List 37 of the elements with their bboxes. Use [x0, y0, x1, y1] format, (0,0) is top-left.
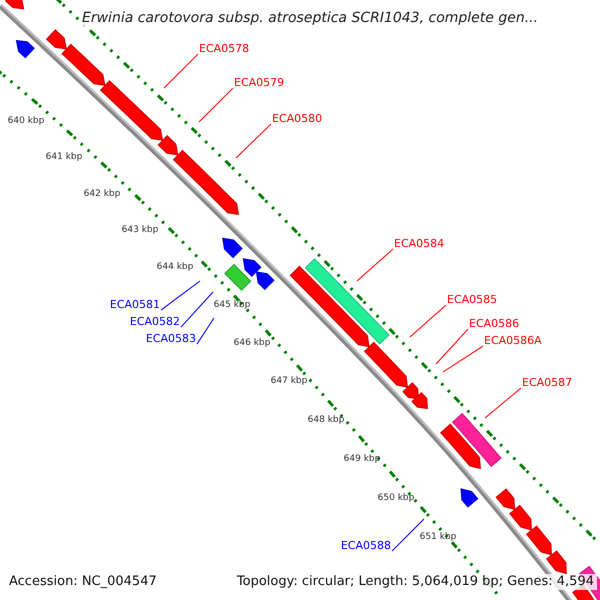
- leader-line: [442, 346, 484, 372]
- leader-line: [198, 88, 234, 122]
- scale-label: 640 kbp: [8, 117, 44, 127]
- gene-label: ECA0587: [522, 376, 572, 390]
- scale-label: 642 kbp: [84, 190, 120, 200]
- gene-label: ECA0578: [199, 42, 250, 56]
- leader-line: [484, 388, 522, 418]
- scale-label: 644 kbp: [156, 263, 194, 273]
- gene-label: ECA0582: [130, 316, 180, 328]
- scale-label: 651 kbp: [420, 533, 456, 543]
- scale-label: 643 kbp: [122, 226, 158, 236]
- leader-line: [392, 518, 424, 552]
- gene-label: ECA0588: [340, 540, 391, 552]
- scale-label: 645 kbp: [214, 301, 250, 311]
- leader-line: [160, 280, 200, 311]
- scale-label: 649 kbp: [344, 455, 380, 465]
- gene-label: ECA0579: [234, 76, 284, 90]
- scale-label: 647 kbp: [270, 377, 308, 387]
- gene-label: ECA0581: [110, 298, 160, 312]
- leader-line: [196, 318, 214, 345]
- gene-label: ECA0580: [272, 112, 322, 126]
- leader-line: [164, 54, 198, 88]
- leader-line: [356, 248, 394, 282]
- scale-label: 648 kbp: [308, 416, 344, 426]
- gene-label: ECA0586: [469, 318, 520, 330]
- gene-label: ECA0586A: [484, 334, 542, 348]
- leader-line: [236, 124, 272, 158]
- leader-line: [180, 292, 214, 328]
- scale-label: 650 kbp: [378, 494, 414, 504]
- leader-line: [410, 304, 446, 338]
- leader-line: [436, 328, 468, 364]
- gene-label: ECA0583: [146, 332, 196, 346]
- gene-label: ECA0584: [394, 238, 444, 250]
- gene-label: ECA0585: [447, 294, 498, 306]
- scale-label: 641 kbp: [46, 153, 82, 163]
- footer-text: Topology: circular; Length: 5,064,019 bp; Genes: 4,594: [234, 574, 597, 590]
- scale-label: 646 kbp: [234, 339, 270, 349]
